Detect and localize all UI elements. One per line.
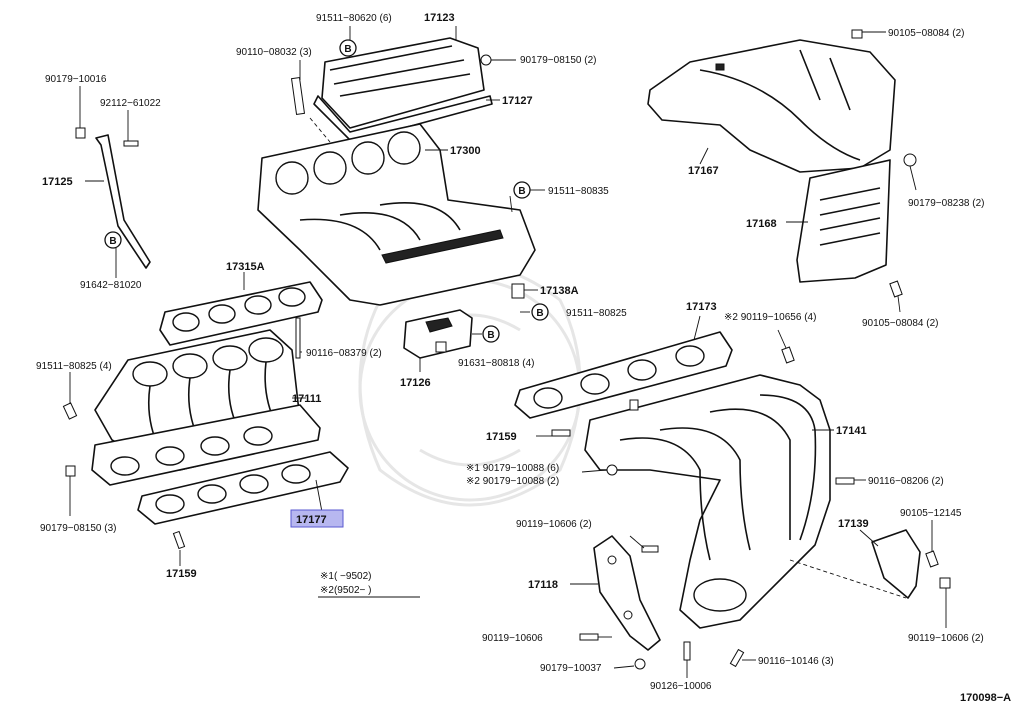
label-17123: 17123: [424, 12, 455, 24]
throttle-bracket: [403, 283, 538, 372]
svg-text:B: B: [109, 236, 116, 247]
note-1: ※1( −9502): [320, 571, 371, 582]
exhaust-heat-insulator-upper: [647, 29, 896, 173]
b-badge-throttle-bracket: B: [482, 325, 500, 343]
exhaust-support-bracket: [789, 520, 951, 628]
label-90119-10606-2: 90119−10606 (2): [516, 519, 592, 530]
note-2: ※2(9502− ): [320, 585, 371, 596]
label-90105-08084-bot: 90105−08084 (2): [862, 318, 938, 329]
label-17126: 17126: [400, 377, 431, 389]
label-17300: 17300: [450, 145, 481, 157]
label-17167: 17167: [688, 165, 719, 177]
label-92112-61022: 92112−61022: [100, 98, 161, 109]
svg-text:B: B: [344, 44, 351, 55]
intake-plenum: [257, 117, 545, 306]
label-90179-08238: 90179−08238 (2): [908, 198, 984, 209]
b-badge-head-cover: B: [339, 39, 357, 57]
left-bolts: [62, 372, 78, 516]
label-17125: 17125: [42, 176, 73, 188]
exhaust-manifold: [536, 374, 866, 629]
intake-stay-bracket: [75, 86, 151, 278]
label-17138a: 17138A: [540, 285, 579, 297]
diagram-code: 170098−A: [960, 692, 1011, 704]
label-90119-10606: 90119−10606: [482, 633, 543, 644]
label-90116-08379: 90116−08379 (2): [306, 348, 382, 359]
label-17159-right: 17159: [486, 431, 517, 443]
b-badge-bracket: B: [104, 231, 122, 249]
svg-text:B: B: [518, 186, 525, 197]
label-17139: 17139: [838, 518, 869, 530]
label-91511-80825: 91511−80825: [566, 308, 627, 319]
label-90179-10088-6: ※1 90179−10088 (6): [466, 463, 559, 474]
b-badge-plenum: B: [513, 181, 531, 199]
svg-text:B: B: [487, 330, 494, 341]
label-17118: 17118: [528, 579, 558, 591]
exhaust-manifold-stay: [570, 535, 756, 678]
label-90110-08032: 90110−08032 (3): [236, 47, 312, 58]
label-90116-10146: 90116−10146 (3): [758, 656, 834, 667]
head-cover-assembly: [290, 26, 516, 143]
exhaust-gasket: [514, 315, 795, 419]
label-90105-08084-top: 90105−08084 (2): [888, 28, 964, 39]
highlight-17177: [290, 509, 344, 528]
label-91511-80835: 91511−80835: [548, 186, 609, 197]
label-17168: 17168: [746, 218, 777, 230]
label-90179-10088-2: ※2 90179−10088 (2): [466, 476, 559, 487]
exhaust-heat-insulator-lower: [786, 153, 917, 313]
label-90179-08150-2: 90179−08150 (2): [520, 55, 596, 66]
manifold-gasket: [137, 451, 349, 566]
label-90179-10037: 90179−10037: [540, 663, 602, 674]
label-91642-81020: 91642−81020: [80, 280, 142, 291]
label-90179-08150-3: 90179−08150 (3): [40, 523, 116, 534]
label-17177[interactable]: 17177: [296, 514, 327, 526]
label-17173: 17173: [686, 301, 717, 313]
label-90126-10006: 90126−10006: [650, 681, 712, 692]
b-badge-17138a: B: [531, 303, 549, 321]
label-91511-80620: 91511−80620 (6): [316, 13, 392, 24]
plenum-gasket: [159, 272, 323, 346]
label-17159-left: 17159: [166, 568, 197, 580]
label-90119-10656: ※2 90119−10656 (4): [724, 312, 816, 323]
label-17315a: 17315A: [226, 261, 265, 273]
label-17141: 17141: [836, 425, 867, 437]
label-90119-10606-2b: 90119−10606 (2): [908, 633, 984, 644]
label-90116-08206: 90116−08206 (2): [868, 476, 944, 487]
label-17111: 17111: [292, 393, 321, 405]
label-17127: 17127: [502, 95, 533, 107]
svg-text:B: B: [536, 308, 543, 319]
label-90105-12145: 90105−12145: [900, 508, 962, 519]
label-90179-10016: 90179−10016: [45, 74, 107, 85]
label-91511-80825-4: 91511−80825 (4): [36, 361, 112, 372]
intake-manifold: [91, 317, 321, 486]
label-91631-80818: 91631−80818 (4): [458, 358, 534, 369]
